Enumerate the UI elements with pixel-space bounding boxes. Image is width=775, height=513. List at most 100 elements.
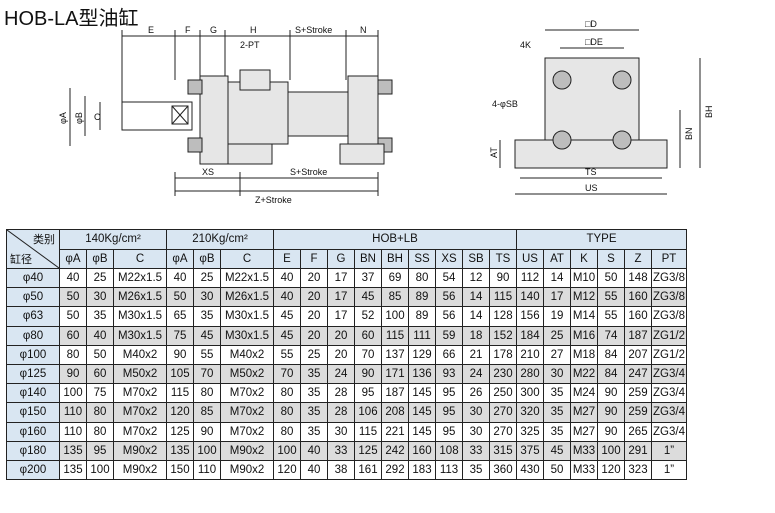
table-cell: 35 [300, 383, 328, 404]
table-cell: 80 [86, 402, 114, 423]
table-cell: M90x2 [220, 440, 274, 461]
table-cell: 21 [462, 344, 490, 365]
table-cell: M27 [570, 402, 598, 423]
table-cell: 280 [516, 363, 544, 385]
table-cell: 30 [462, 421, 490, 442]
table-cell: 90 [489, 267, 517, 289]
table-cell: M30x1.5 [220, 325, 274, 346]
table-cell: 120 [273, 459, 301, 481]
table-cell: 45 [354, 287, 382, 308]
table-cell: 247 [624, 363, 652, 385]
table-cell: 70 [273, 363, 301, 385]
table-cell: 85 [193, 402, 221, 423]
dim-label-F: F [185, 25, 191, 35]
table-cell: 160 [408, 440, 436, 461]
table-cell: 56 [435, 306, 463, 327]
column-header-6: E [273, 248, 301, 269]
table-cell: 129 [408, 344, 436, 365]
table-cell: M27 [570, 421, 598, 442]
table-cell: 145 [408, 421, 436, 442]
table-cell: 84 [597, 344, 625, 365]
table-cell: 20 [327, 325, 355, 346]
table-cell: 100 [597, 440, 625, 461]
table-cell: 40 [59, 267, 87, 289]
table-cell: 270 [489, 421, 517, 442]
table-cell: 145 [408, 402, 436, 423]
table-cell: M22x1.5 [113, 267, 167, 289]
table-cell: M50x2 [113, 363, 167, 385]
table-cell: 125 [354, 440, 382, 461]
table-cell: 28 [327, 383, 355, 404]
table-cell: 187 [381, 383, 409, 404]
table-cell: 148 [624, 267, 652, 289]
table-cell: 90 [354, 363, 382, 385]
table-cell: 30 [543, 363, 571, 385]
header-row-groups: 类别 缸径 140Kg/cm² 210Kg/cm² HOB+LB TYPE [6, 229, 687, 269]
table-cell: 80 [273, 421, 301, 442]
table-cell: M33 [570, 440, 598, 461]
table-cell: M30x1.5 [113, 306, 167, 327]
table-cell: ZG3/4 [651, 363, 687, 385]
table-cell: 242 [381, 440, 409, 461]
table-cell: M90x2 [113, 459, 167, 481]
column-header-15: US [516, 248, 544, 269]
table-cell: 325 [516, 421, 544, 442]
table-cell: 210 [516, 344, 544, 365]
row-bore-label: φ200 [6, 459, 60, 481]
table-cell: 70 [193, 363, 221, 385]
table-cell: M90x2 [113, 440, 167, 461]
table-cell: 20 [300, 306, 328, 327]
table-cell: M70x2 [113, 402, 167, 423]
table-cell: 100 [59, 383, 87, 404]
table-cell: 113 [435, 459, 463, 481]
dim-label-N: N [360, 25, 367, 35]
table-cell: 100 [273, 440, 301, 461]
dim-label-H: H [250, 25, 257, 35]
table-cell: 110 [59, 402, 87, 423]
table-cell: 24 [327, 363, 355, 385]
table-cell: ZG3/4 [651, 383, 687, 404]
table-cell: M70x2 [113, 421, 167, 442]
table-cell: 145 [408, 383, 436, 404]
corner-cell: 类别 缸径 [6, 229, 60, 269]
column-header-9: BN [354, 248, 382, 269]
table-cell: 37 [354, 267, 382, 289]
table-cell: 35 [300, 421, 328, 442]
dim-label-4K: 4K [520, 40, 531, 50]
table-cell: 115 [381, 325, 409, 346]
column-header-18: S [597, 248, 625, 269]
table-cell: 75 [166, 325, 194, 346]
table-cell: 89 [408, 306, 436, 327]
table-cell: M26x1.5 [113, 287, 167, 308]
column-header-5: C [220, 248, 274, 269]
row-bore-label: φ180 [6, 440, 60, 461]
table-cell: 74 [597, 325, 625, 346]
table-cell: 25 [86, 267, 114, 289]
table-cell: 221 [381, 421, 409, 442]
table-cell: 375 [516, 440, 544, 461]
table-cell: 45 [273, 325, 301, 346]
table-cell: M40x2 [220, 344, 274, 365]
table-cell: M26x1.5 [220, 287, 274, 308]
table-cell: 80 [273, 383, 301, 404]
dim-label-Z-stroke: Z+Stroke [255, 195, 292, 205]
table-cell: 259 [624, 383, 652, 404]
table-cell: ZG3/4 [651, 402, 687, 423]
dim-label-DE: □DE [585, 37, 603, 47]
table-cell: 19 [543, 306, 571, 327]
table-cell: 30 [86, 287, 114, 308]
table-cell: 230 [489, 363, 517, 385]
table-cell: 30 [193, 287, 221, 308]
table-cell: 65 [166, 306, 194, 327]
table-cell: 84 [597, 363, 625, 385]
table-cell: 85 [381, 287, 409, 308]
dim-label-BH: BH [704, 105, 714, 118]
table-cell: 150 [166, 459, 194, 481]
table-cell: 40 [86, 325, 114, 346]
table-cell: 110 [59, 421, 87, 442]
table-cell: 35 [193, 306, 221, 327]
